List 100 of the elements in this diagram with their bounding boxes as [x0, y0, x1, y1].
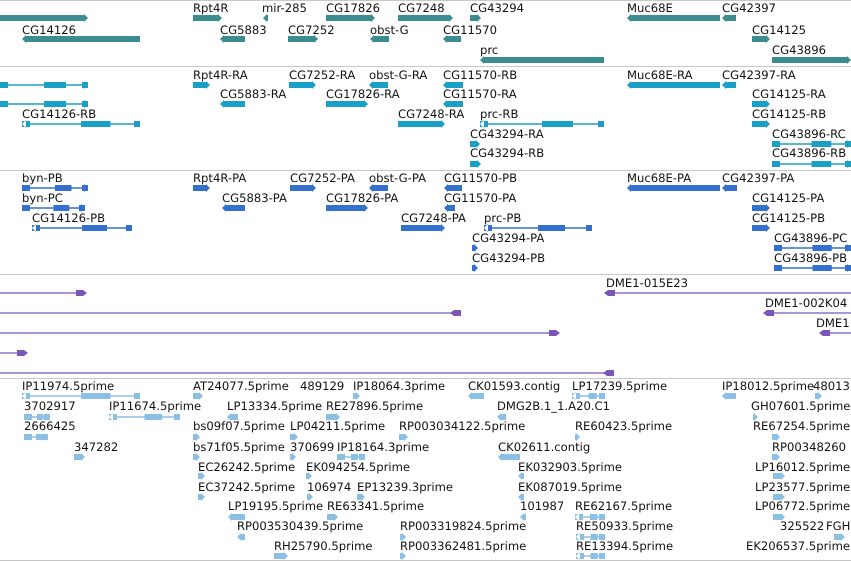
feature-label: CG11570-RA	[443, 89, 517, 100]
feature-label: CG7252-RA	[289, 70, 356, 81]
feature-label: 325522	[780, 521, 824, 532]
feature-label: 347282	[74, 442, 118, 453]
feature-label: EC26242.5prime	[198, 462, 296, 473]
feature-label: Rpt4R-PA	[193, 173, 246, 184]
feature-label: IP18164.3prime	[337, 442, 430, 453]
feature-label: LP04211.5prime	[290, 421, 386, 432]
feature-label: EK094254.5prime	[306, 462, 410, 473]
feature-label: LP06772.5prime	[755, 501, 850, 512]
feature-label: IP11674.5prime	[109, 401, 202, 412]
feature-label: RE63341.5prime	[327, 501, 424, 512]
feature-label: RE60423.5prime	[575, 421, 672, 432]
feature-label: CG14125-PB	[752, 213, 826, 224]
feature-label: GH07601.5prime	[751, 401, 850, 412]
feature-label: CG5883-RA	[220, 89, 286, 100]
feature-label: mir-285	[262, 3, 307, 14]
feature-label: RE62167.5prime	[575, 501, 672, 512]
feature-label: CG43294	[470, 3, 524, 14]
feature-label: CG7248-PA	[401, 213, 466, 224]
feature-label: LP23577.5prime	[755, 482, 850, 493]
feature-label: DME1-002K04	[765, 298, 848, 309]
feature-label: RE13394.5prime	[576, 541, 674, 552]
feature-label: RP003530439.5prime	[237, 521, 364, 532]
feature-label: CG7248-RA	[398, 109, 464, 120]
feature-label: CK02611.contig	[498, 442, 590, 453]
feature-label: CG17826-RA	[326, 89, 400, 100]
feature-label: 489129	[300, 381, 344, 392]
feature-label: DMG2B.1_1.A20.C1	[497, 401, 610, 412]
feature-label: Muc68E	[627, 3, 673, 14]
feature-label: CG14125-RA	[752, 89, 826, 100]
feature-label: CG43896-RC	[772, 129, 846, 140]
feature-label: 101987	[520, 501, 564, 512]
feature-label: prc-RB	[480, 109, 518, 120]
feature-label: CG14126	[22, 25, 76, 36]
feature-label: CG14125	[752, 25, 806, 36]
feature-label: 370699	[290, 442, 334, 453]
feature-label: LP17239.5prime	[572, 381, 668, 392]
feature-label: 48013	[813, 381, 850, 392]
feature-label: IP18012.5prime	[722, 381, 814, 392]
feature-label: bs09f07.5prime	[193, 421, 285, 432]
feature-label: IP18064.3prime	[353, 381, 446, 392]
feature-label: RP00348260	[772, 442, 846, 453]
feature-label: LP19195.5prime	[228, 501, 324, 512]
feature-label: obst-G-RA	[369, 70, 428, 81]
feature-label: DME1-015E23	[606, 278, 688, 289]
feature-label: CG43896	[772, 45, 826, 56]
feature-label: CG17826	[326, 3, 380, 14]
feature-label: CG43294-PB	[472, 253, 546, 264]
feature-label: CG43896-RB	[772, 148, 846, 159]
feature-label: Rpt4R-RA	[193, 70, 248, 81]
feature-label: CG14125-RB	[752, 109, 826, 120]
feature-label: 106974	[307, 482, 352, 493]
feature-label: CG5883-PA	[222, 193, 287, 204]
feature-label: 3702917	[24, 401, 76, 412]
feature-label: prc-PB	[484, 213, 522, 224]
feature-label: AT24077.5prime	[193, 381, 289, 392]
feature-label: byn-PB	[22, 173, 63, 184]
feature-label: CG11570-PA	[444, 193, 516, 204]
feature-label: IP11974.5prime	[22, 381, 114, 392]
feature-label: CG43294-PA	[472, 233, 544, 244]
feature-label: obst-G	[370, 25, 409, 36]
feature-label: LP13334.5prime	[227, 401, 322, 412]
feature-label: CG11570-PB	[444, 173, 518, 184]
feature-label: EC37242.5prime	[198, 482, 296, 493]
feature-label: CG11570	[443, 25, 497, 36]
feature-label: FGH	[826, 521, 850, 532]
feature-label: Muc68E-RA	[627, 70, 693, 81]
feature-label: CG11570-RB	[443, 70, 518, 81]
feature-label: bs71f05.5prime	[193, 442, 285, 453]
feature-label: RP003362481.5prime	[400, 541, 526, 552]
feature-label: CG14126-PB	[32, 213, 106, 224]
feature-label: RE50933.5prime	[576, 521, 674, 532]
feature-label: CG42397	[722, 3, 776, 14]
feature-label: EK087019.5prime	[518, 482, 622, 493]
feature-label: RE67254.5prime	[753, 421, 850, 432]
feature-label: EK032903.5prime	[518, 462, 622, 473]
feature-label: LP16012.5prime	[755, 462, 850, 473]
feature-label: RP003319824.5prime	[400, 521, 526, 532]
feature-label: CG42397-PA	[722, 173, 794, 184]
feature-label: EK206537.5prime	[746, 541, 850, 552]
feature-label: CG7252-PA	[290, 173, 355, 184]
feature-label: Rpt4R	[193, 3, 228, 14]
feature-label: CG43294-RA	[470, 129, 544, 140]
feature-label: CG14126-RB	[22, 109, 96, 120]
feature-label: CG14125-PA	[752, 193, 824, 204]
feature-label: Muc68E-PA	[627, 173, 692, 184]
feature-label: 2666425	[24, 421, 76, 432]
feature-label: obst-G-PA	[369, 173, 426, 184]
feature-label: CK01593.contig	[468, 381, 560, 392]
feature-label: DME1	[816, 318, 850, 329]
feature-label: CG5883	[220, 25, 267, 36]
feature-label: EP13239.3prime	[357, 482, 454, 493]
feature-label: CG17826-PA	[326, 193, 398, 204]
feature-label: CG43294-RB	[470, 148, 544, 159]
feature-label: CG7248	[398, 3, 445, 14]
feature-label: RE27896.5prime	[326, 401, 424, 412]
feature-label: prc	[480, 45, 498, 56]
feature-label: byn-PC	[22, 193, 63, 204]
feature-label: CG7252	[288, 25, 335, 36]
